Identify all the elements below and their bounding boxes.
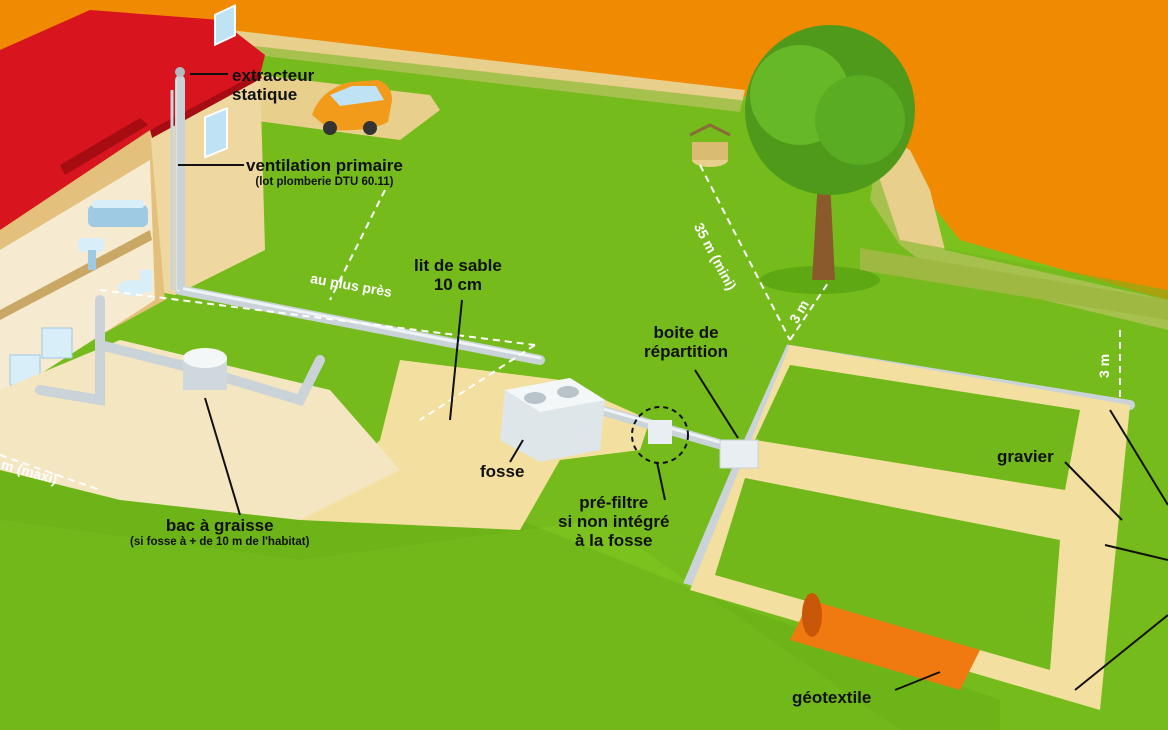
filter-bed-top (755, 365, 1080, 490)
toilet-icon (118, 270, 152, 296)
label-gravier: gravier (997, 447, 1054, 466)
extractor (170, 67, 185, 290)
label-lit-sable-2: 10 cm (433, 275, 483, 294)
label-lit-sable-1: lit de sable (414, 256, 502, 275)
car-icon (312, 80, 392, 135)
well-icon (689, 123, 731, 167)
label-prefiltre-2: si non intégré (558, 512, 670, 531)
leader-lines (178, 73, 1168, 691)
label-fosse: fosse (480, 462, 524, 481)
label-bac-main: bac à graisse (165, 516, 274, 535)
label-extracteur: extracteur statique (232, 66, 314, 104)
septic-tank (500, 378, 605, 462)
label-boite-1: boite de (653, 323, 719, 342)
label-lit-sable: lit de sable 10 cm (414, 256, 502, 294)
filter-bed-bottom (715, 478, 1060, 670)
label-bac-note: (si fosse à + de 10 m de l'habitat) (130, 536, 310, 548)
tree-icon (745, 25, 915, 294)
distribution-box (719, 439, 759, 469)
dim-3m-b: 3 m (1096, 353, 1112, 378)
bathtub-icon (88, 200, 148, 227)
label-prefiltre: pré-filtre si non intégré à la fosse (558, 493, 669, 550)
geotextile-sheet (790, 600, 980, 690)
label-ventilation-main: ventilation primaire (246, 156, 403, 175)
label-boite: boite de répartition (644, 323, 728, 361)
grease-trap (183, 348, 227, 390)
pre-filter-circle (631, 406, 689, 464)
house-door (204, 106, 228, 159)
label-prefiltre-3: à la fosse (574, 531, 653, 550)
pre-filter (648, 420, 672, 444)
label-gravier-text: gravier (997, 447, 1054, 466)
label-boite-2: répartition (644, 342, 729, 361)
dimension-lines (0, 164, 1121, 491)
roof (0, 10, 265, 230)
label-ventilation-note: (lot plomberie DTU 60.11) (255, 176, 394, 188)
label-prefiltre-1: pré-filtre (579, 493, 649, 512)
label-fosse-text: fosse (480, 462, 525, 481)
label-extracteur-2: statique (232, 85, 298, 104)
label-geotextile-text: géotextile (792, 688, 872, 707)
label-geotextile: géotextile (792, 688, 871, 707)
label-bac: bac à graisse (si fosse à + de 10 m de l… (130, 516, 309, 549)
label-extracteur-1: extracteur (232, 66, 315, 85)
house-window (214, 3, 236, 47)
sink-icon (78, 238, 104, 270)
label-ventilation: ventilation primaire (lot plomberie DTU … (246, 156, 403, 189)
